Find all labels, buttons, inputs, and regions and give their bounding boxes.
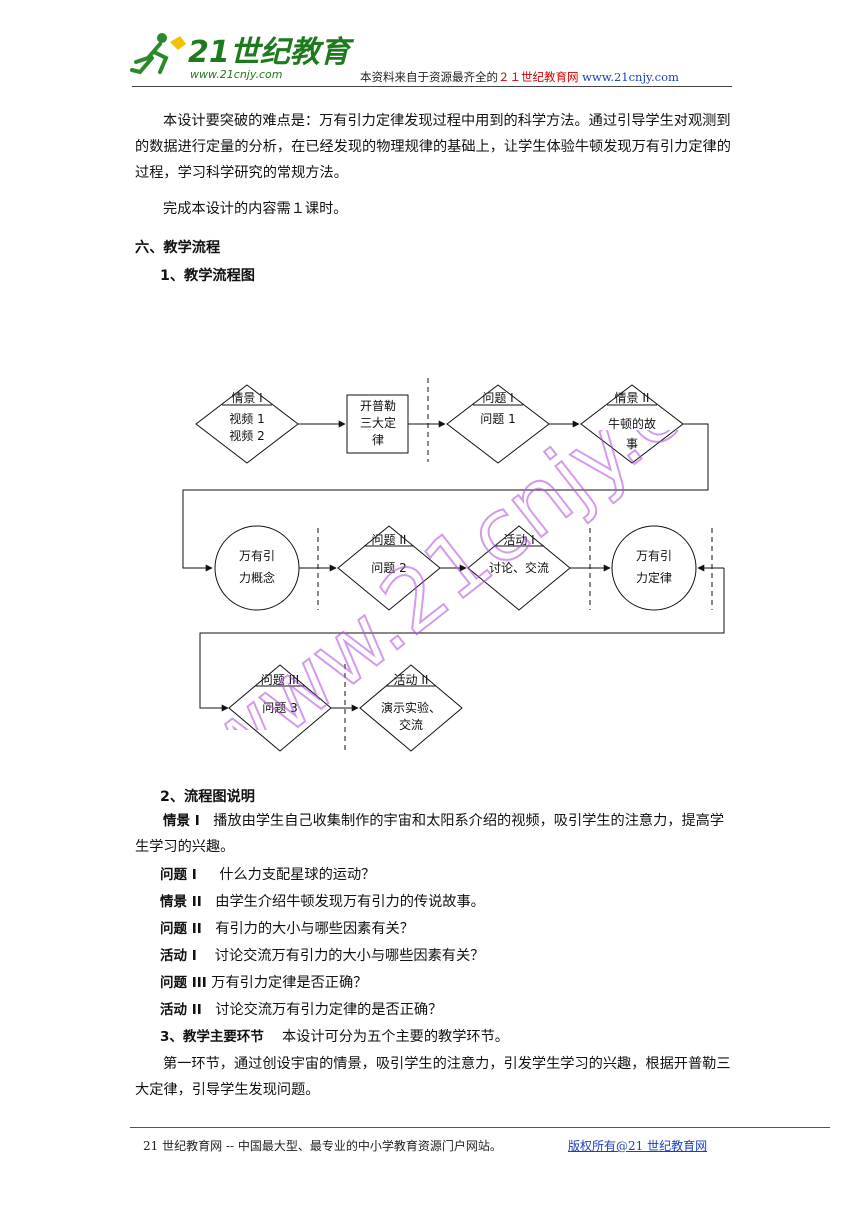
first-stage-paragraph: 第一环节，通过创设宇宙的情景，吸引学生的注意力，引发学生学习的兴趣，根据开普勒三… bbox=[135, 1056, 731, 1098]
section-3-heading: 3、教学主要环节 本设计可分为五个主要的教学环节。 bbox=[160, 1029, 509, 1045]
header-url-link[interactable]: www.21cnjy.com bbox=[582, 70, 679, 84]
svg-text:视频 1: 视频 1 bbox=[229, 411, 264, 426]
node-activity-1 bbox=[467, 525, 571, 611]
node-scene-1 bbox=[195, 384, 299, 464]
duration-paragraph: 完成本设计的内容需１课时。 bbox=[163, 201, 348, 217]
svg-text:交流: 交流 bbox=[399, 717, 423, 732]
explanation-item: 活动 I 讨论交流万有引力的大小与哪些因素有关？ bbox=[160, 948, 485, 964]
node-question-1 bbox=[446, 384, 550, 464]
svg-text:问题 I: 问题 I bbox=[482, 391, 513, 405]
explanation-item: 问题 I 什么力支配星球的运动？ bbox=[160, 867, 376, 883]
teaching-flowchart: 情景 I 视频 1 视频 2 开普勒 三大定 律 问题 I 问题 1 情景 II… bbox=[182, 378, 725, 752]
node-activity-2 bbox=[359, 664, 463, 752]
svg-text:万有引: 万有引 bbox=[239, 549, 275, 563]
explanation-item: 情景 II 由学生介绍牛顿发现万有引力的传说故事。 bbox=[160, 894, 485, 910]
difficulty-paragraph: 本设计要突破的难点是：万有引力定律发现过程中用到的科学方法。通过引导学生对观测到… bbox=[135, 113, 731, 181]
scene-1-explanation: 情景 I 播放由学生自己收集制作的宇宙和太阳系介绍的视频，吸引学生的注意力，提高… bbox=[135, 813, 725, 855]
logo-url: www.21cnjy.com bbox=[190, 68, 283, 81]
footer-divider bbox=[130, 1127, 830, 1128]
explanation-item: 问题 II 有引力的大小与哪些因素有关？ bbox=[160, 921, 414, 937]
svg-text:问题 III: 问题 III bbox=[261, 673, 299, 687]
node-gravity-concept bbox=[214, 525, 300, 611]
node-scene-2 bbox=[580, 384, 684, 464]
svg-text:问题 1: 问题 1 bbox=[480, 412, 515, 426]
svg-text:力定律: 力定律 bbox=[636, 570, 672, 585]
svg-text:力概念: 力概念 bbox=[239, 570, 275, 585]
svg-text:三大定: 三大定 bbox=[360, 415, 396, 430]
svg-text:事: 事 bbox=[626, 437, 638, 451]
footer-text: 21 世纪教育网 -- 中国最大型、最专业的中小学教育资源门户网站。 bbox=[143, 1139, 502, 1153]
site-logo: 21世纪教育 www.21cnjy.com bbox=[130, 33, 355, 81]
svg-text:万有引: 万有引 bbox=[636, 549, 672, 563]
logo-text: 21世纪教育 bbox=[188, 35, 355, 70]
svg-text:问题 II: 问题 II bbox=[372, 533, 407, 547]
section-6-title: 六、教学流程 bbox=[135, 240, 221, 256]
runner-icon bbox=[130, 33, 186, 75]
page-header: 21世纪教育 www.21cnjy.com 本资料来自于资源最齐全的２１世纪教育… bbox=[0, 0, 860, 95]
svg-text:讨论、交流: 讨论、交流 bbox=[489, 560, 549, 575]
header-tagline: 本资料来自于资源最齐全的２１世纪教育网 www.21cnjy.com bbox=[360, 70, 679, 84]
node-question-3 bbox=[228, 664, 332, 752]
header-site-name[interactable]: ２１世纪教育网 bbox=[498, 70, 579, 84]
svg-text:活动 I: 活动 I bbox=[503, 533, 534, 547]
explanation-item: 问题 III 万有引力定律是否正确？ bbox=[160, 975, 368, 991]
svg-text:问题 2: 问题 2 bbox=[371, 561, 406, 575]
header-divider bbox=[132, 86, 732, 87]
svg-text:律: 律 bbox=[372, 433, 384, 447]
svg-text:问题 3: 问题 3 bbox=[262, 701, 297, 715]
svg-text:开普勒: 开普勒 bbox=[360, 399, 396, 413]
svg-text:情景 II: 情景 II bbox=[615, 391, 650, 405]
copyright-link[interactable]: 版权所有@21 世纪教育网 bbox=[568, 1139, 708, 1153]
node-question-2 bbox=[337, 525, 441, 611]
explanation-subtitle: 2、流程图说明 bbox=[160, 789, 255, 805]
node-gravity-law bbox=[611, 525, 697, 611]
svg-text:活动 II: 活动 II bbox=[394, 673, 429, 687]
svg-text:演示实验、: 演示实验、 bbox=[381, 700, 441, 715]
explanation-item: 活动 II 讨论交流万有引力定律的是否正确？ bbox=[160, 1002, 443, 1018]
svg-text:视频 2: 视频 2 bbox=[229, 428, 264, 443]
node-scene-1-title: 情景 I bbox=[231, 391, 262, 405]
svg-text:牛顿的故: 牛顿的故 bbox=[608, 416, 656, 431]
flowchart-subtitle: 1、教学流程图 bbox=[160, 268, 255, 284]
